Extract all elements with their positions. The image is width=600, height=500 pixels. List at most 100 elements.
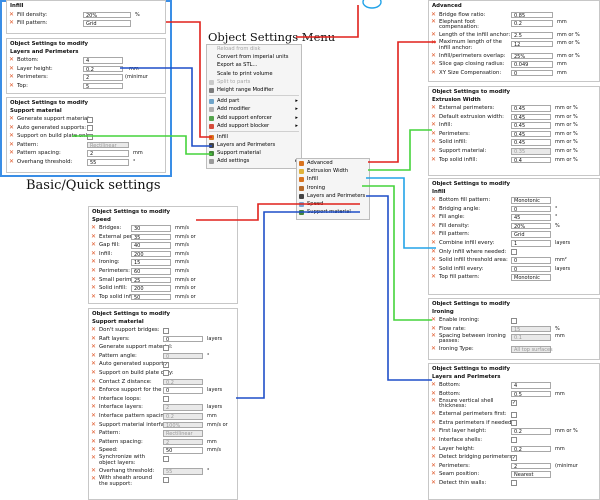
setting-value-input[interactable]: 0	[511, 205, 551, 212]
remove-setting-icon[interactable]: ✕	[431, 324, 437, 332]
setting-value-input[interactable]: 25	[131, 276, 171, 283]
remove-setting-icon[interactable]: ✕	[431, 10, 437, 18]
remove-setting-icon[interactable]: ✕	[91, 411, 97, 419]
setting-checkbox[interactable]	[163, 370, 169, 377]
setting-checkbox[interactable]: ✓	[163, 361, 169, 368]
remove-setting-icon[interactable]: ✕	[431, 230, 437, 238]
setting-checkbox[interactable]	[511, 480, 517, 487]
setting-checkbox[interactable]	[511, 249, 517, 256]
setting-value-input[interactable]: 0.45	[511, 139, 551, 146]
setting-value-input[interactable]: 0	[163, 352, 203, 360]
remove-setting-icon[interactable]: ✕	[91, 420, 97, 428]
setting-value-input[interactable]: 0.049	[511, 61, 553, 68]
setting-value-input[interactable]: 35	[131, 233, 171, 240]
setting-value-input[interactable]: 45	[511, 214, 551, 221]
checkbox[interactable]	[87, 116, 93, 123]
setting-value-input[interactable]: 55	[163, 467, 203, 475]
setting-value-input[interactable]: Nearest	[511, 471, 551, 478]
menu-item[interactable]: Reload from disk	[217, 46, 261, 52]
remove-setting-icon[interactable]: ✕	[431, 435, 437, 443]
setting-value-input[interactable]: 60	[131, 267, 171, 275]
remove-setting-icon[interactable]: ✕	[9, 64, 15, 72]
submenu-item-ironing[interactable]: Ironing	[297, 184, 369, 192]
remove-setting-icon[interactable]: ✕	[431, 427, 437, 435]
setting-checkbox[interactable]	[511, 420, 517, 427]
setting-value-input[interactable]: 0	[163, 335, 203, 342]
setting-value-input[interactable]: 2	[163, 404, 203, 411]
remove-setting-icon[interactable]: ✕	[431, 444, 437, 452]
submenu-item-layers[interactable]: Layers and Perimeters	[297, 192, 369, 200]
setting-value-input[interactable]: 40	[131, 242, 171, 249]
submenu-item-extrusion[interactable]: Extrusion Width	[297, 167, 369, 175]
setting-value-input[interactable]: 30	[131, 225, 171, 232]
setting-value-input[interactable]: All top surfaces	[511, 346, 553, 353]
remove-setting-icon[interactable]: ✕	[431, 31, 437, 39]
menu-item[interactable]: Add part▸	[207, 97, 301, 105]
remove-setting-icon[interactable]: ✕	[431, 418, 437, 426]
remove-setting-icon[interactable]: ✕	[9, 132, 15, 140]
remove-setting-icon[interactable]: ✕	[431, 453, 437, 461]
setting-value-input[interactable]: Grid	[511, 231, 551, 238]
setting-value-input[interactable]: 15	[131, 259, 171, 266]
remove-setting-icon[interactable]: ✕	[431, 389, 437, 397]
setting-checkbox[interactable]	[511, 317, 517, 324]
remove-setting-icon[interactable]: ✕	[431, 112, 437, 120]
menu-item[interactable]: Scale to print volume	[217, 70, 273, 77]
submenu-item-advanced[interactable]: Advanced	[297, 159, 369, 167]
setting-checkbox[interactable]: ✓	[511, 454, 517, 461]
setting-value-input[interactable]: 1	[511, 239, 551, 247]
remove-setting-icon[interactable]: ✕	[431, 264, 437, 272]
remove-setting-icon[interactable]: ✕	[431, 129, 437, 137]
setting-checkbox[interactable]	[511, 437, 517, 444]
remove-setting-icon[interactable]: ✕	[9, 115, 15, 122]
setting-value-input[interactable]: 100%	[163, 421, 203, 428]
remove-setting-icon[interactable]: ✕	[91, 275, 97, 283]
remove-setting-icon[interactable]: ✕	[431, 51, 437, 59]
remove-setting-icon[interactable]: ✕	[431, 410, 437, 418]
remove-setting-icon[interactable]: ✕	[431, 238, 437, 246]
setting-value-input[interactable]: 2	[511, 462, 551, 470]
setting-checkbox[interactable]	[163, 344, 169, 351]
remove-setting-icon[interactable]: ✕	[9, 56, 15, 63]
menu-item[interactable]: Height range Modifier	[207, 86, 301, 94]
remove-setting-icon[interactable]: ✕	[91, 334, 97, 342]
remove-setting-icon[interactable]: ✕	[431, 478, 437, 486]
setting-value-input[interactable]: 200	[131, 250, 171, 258]
fill-density-input[interactable]: 20%	[83, 11, 131, 18]
remove-setting-icon[interactable]: ✕	[431, 121, 437, 129]
remove-setting-icon[interactable]: ✕	[431, 221, 437, 229]
remove-setting-icon[interactable]: ✕	[91, 284, 97, 292]
setting-value-input[interactable]: 50	[163, 447, 203, 454]
remove-setting-icon[interactable]: ✕	[431, 381, 437, 388]
setting-value-input[interactable]: 4	[511, 382, 551, 389]
setting-value-input[interactable]: 0.2	[163, 412, 203, 420]
setting-value-input[interactable]: 0	[163, 387, 203, 394]
setting-value-input[interactable]: 0.5	[511, 390, 551, 397]
remove-setting-icon[interactable]: ✕	[9, 157, 15, 165]
remove-setting-icon[interactable]: ✕	[431, 204, 437, 212]
remove-setting-icon[interactable]: ✕	[431, 146, 437, 154]
setting-value-input[interactable]: 0	[511, 69, 553, 77]
remove-setting-icon[interactable]: ✕	[431, 104, 437, 111]
submenu-item-infill[interactable]: Infill	[297, 175, 369, 183]
remove-setting-icon[interactable]: ✕	[91, 326, 97, 333]
remove-setting-icon[interactable]: ✕	[91, 429, 97, 437]
setting-value-input[interactable]: 0.2	[511, 445, 551, 452]
setting-value-input[interactable]: 2.5	[511, 32, 553, 39]
remove-setting-icon[interactable]: ✕	[431, 273, 437, 281]
setting-value-input[interactable]: 20%	[511, 222, 551, 230]
setting-value-input[interactable]: 0.2	[163, 378, 203, 385]
setting-checkbox[interactable]	[163, 477, 169, 483]
remove-setting-icon[interactable]: ✕	[91, 224, 97, 231]
remove-setting-icon[interactable]: ✕	[431, 256, 437, 264]
remove-setting-icon[interactable]: ✕	[431, 461, 437, 469]
remove-setting-icon[interactable]: ✕	[431, 68, 437, 76]
remove-setting-icon[interactable]: ✕	[431, 332, 437, 340]
remove-setting-icon[interactable]: ✕	[9, 10, 15, 18]
setting-value-input[interactable]: 0	[511, 257, 551, 264]
remove-setting-icon[interactable]: ✕	[91, 249, 97, 257]
setting-value-input[interactable]: 0.45	[511, 105, 551, 112]
checkbox[interactable]	[87, 125, 93, 132]
remove-setting-icon[interactable]: ✕	[91, 241, 97, 249]
setting-value-input[interactable]: 0.85	[511, 11, 553, 18]
